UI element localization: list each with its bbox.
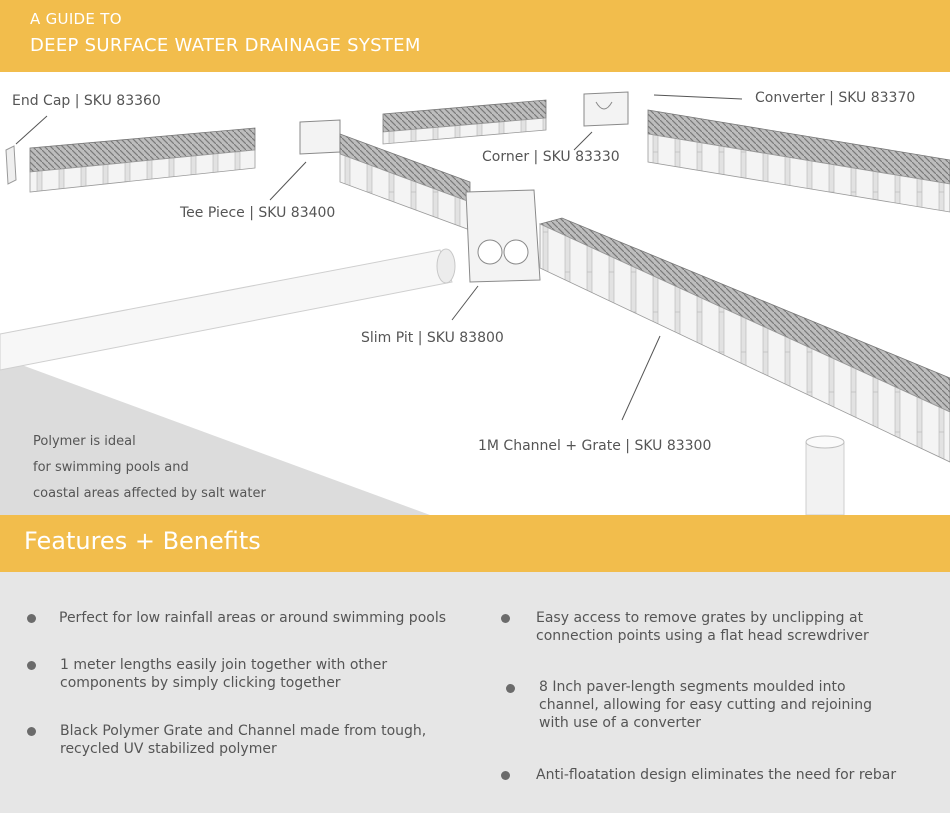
converter-illustration xyxy=(583,91,950,213)
feature-text-line: Black Polymer Grate and Channel made fro… xyxy=(60,723,427,739)
label-end-cap: End Cap | SKU 83360 xyxy=(12,93,161,109)
vertical-pipe-illustration xyxy=(805,435,845,515)
label-converter: Converter | SKU 83370 xyxy=(755,90,916,106)
header-title: DEEP SURFACE WATER DRAINAGE SYSTEM xyxy=(30,35,421,56)
features-title: Features + Benefits xyxy=(24,527,261,555)
bullet-dot xyxy=(506,684,515,693)
feature-left-1: Perfect for low rainfall areas or around… xyxy=(59,609,446,627)
label-channel-grate: 1M Channel + Grate | SKU 83300 xyxy=(478,438,712,454)
bullet-dot xyxy=(501,614,510,623)
bullet-dot xyxy=(27,661,36,670)
feature-left-2: 1 meter lengths easily join together wit… xyxy=(60,656,387,692)
slim-pit-illustration xyxy=(465,189,541,283)
bullet-dot xyxy=(27,727,36,736)
label-corner: Corner | SKU 83330 xyxy=(482,149,620,165)
shadow-area xyxy=(0,357,430,515)
feature-right-1: Easy access to remove grates by unclippi… xyxy=(536,609,869,645)
bullet-dot xyxy=(501,771,510,780)
note-line-1: Polymer is ideal xyxy=(33,434,136,449)
feature-text-line: Perfect for low rainfall areas or around… xyxy=(59,610,447,626)
feature-text-line: with use of a converter xyxy=(539,715,702,731)
feature-text-line: connection points using a flat head scre… xyxy=(536,628,869,644)
note-line-2: for swimming pools and xyxy=(33,460,189,475)
feature-text-line: components by simply clicking together xyxy=(60,675,341,691)
diagram-illustration xyxy=(0,91,950,515)
feature-right-2: 8 Inch paver-length segments moulded int… xyxy=(539,678,872,732)
product-diagram: End Cap | SKU 83360 Converter | SKU 8337… xyxy=(0,72,950,515)
feature-text-line: 8 Inch paver-length segments moulded int… xyxy=(539,679,846,695)
features-panel: Perfect for low rainfall areas or around… xyxy=(0,572,950,813)
label-slim-pit: Slim Pit | SKU 83800 xyxy=(361,330,504,346)
feature-text-line: recycled UV stabilized polymer xyxy=(60,741,277,757)
header-subtitle: A GUIDE TO xyxy=(30,10,122,28)
feature-text-line: 1 meter lengths easily join together wit… xyxy=(60,657,388,673)
pipe-illustration xyxy=(0,248,456,371)
main-channel-illustration xyxy=(538,217,950,463)
feature-right-3: Anti-floatation design eliminates the ne… xyxy=(536,766,896,784)
label-tee-piece: Tee Piece | SKU 83400 xyxy=(180,205,336,221)
top-channel-illustration xyxy=(382,99,547,145)
note-line-3: coastal areas affected by salt water xyxy=(33,486,266,501)
features-banner: Features + Benefits xyxy=(0,515,950,572)
feature-text-line: channel, allowing for easy cutting and r… xyxy=(539,697,873,713)
feature-text-line: Anti-floatation design eliminates the ne… xyxy=(536,767,897,783)
tee-piece-illustration xyxy=(299,119,471,231)
header-banner: A GUIDE TO DEEP SURFACE WATER DRAINAGE S… xyxy=(0,0,950,72)
bullet-dot xyxy=(27,614,36,623)
feature-text-line: Easy access to remove grates by unclippi… xyxy=(536,610,864,626)
leader-lines xyxy=(15,94,743,421)
feature-left-3: Black Polymer Grate and Channel made fro… xyxy=(60,722,426,758)
end-cap-illustration xyxy=(5,127,256,193)
